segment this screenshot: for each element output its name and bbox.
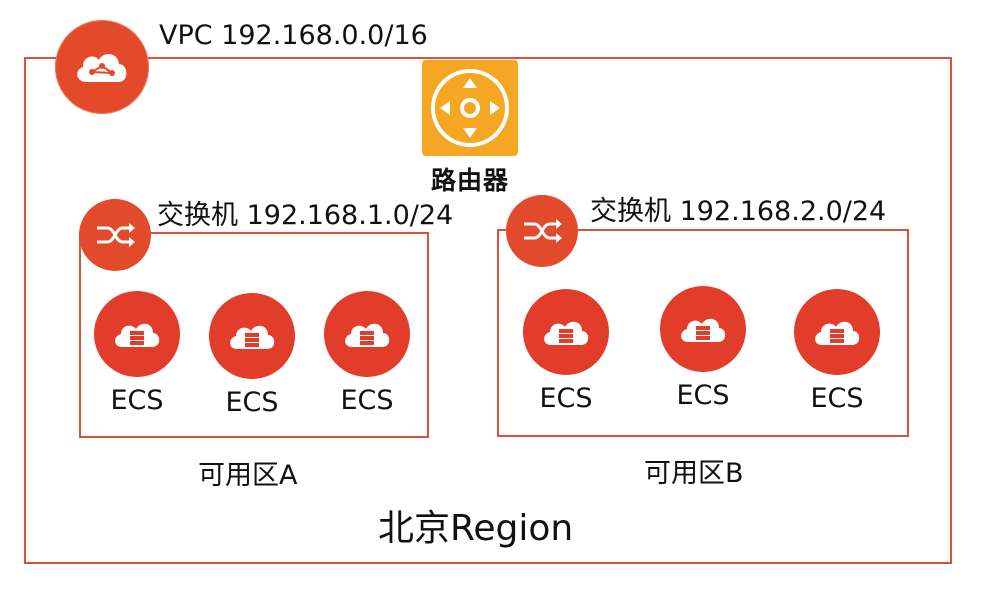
ecs-instance: ECS: [794, 289, 880, 412]
ecs-instance: ECS: [94, 291, 180, 414]
ecs-instance: ECS: [324, 291, 410, 414]
switch-label: 交换机 192.168.1.0/24: [157, 200, 454, 231]
vpc-cloud-icon: [55, 20, 149, 114]
ecs-cloud-server-icon: [324, 291, 410, 377]
ecs-cloud-server-icon: [660, 286, 746, 372]
switch-label: 交换机 192.168.2.0/24: [590, 196, 887, 227]
ecs-instance: ECS: [660, 286, 746, 409]
ecs-label: ECS: [110, 385, 164, 416]
zone-label: 可用区B: [644, 458, 744, 489]
ecs-cloud-server-icon: [523, 289, 609, 375]
ecs-cloud-server-icon: [794, 289, 880, 375]
ecs-label: ECS: [539, 383, 593, 414]
ecs-instance: ECS: [523, 289, 609, 412]
switch-icon: [79, 199, 151, 271]
zone-label: 可用区A: [198, 460, 298, 491]
router-icon: [422, 60, 518, 156]
ecs-instance: ECS: [209, 293, 295, 416]
availability-zone-b: ECS ECS ECS: [497, 229, 909, 437]
ecs-cloud-server-icon: [94, 291, 180, 377]
ecs-cloud-server-icon: [209, 293, 295, 379]
ecs-label: ECS: [340, 385, 394, 416]
ecs-label: ECS: [810, 383, 864, 414]
region-label: 北京Region: [378, 508, 574, 549]
vpc-boundary: [24, 57, 952, 564]
router-label: 路由器: [430, 166, 509, 195]
vpc-label: VPC 192.168.0.0/16: [159, 20, 428, 51]
ecs-label: ECS: [225, 387, 279, 418]
switch-icon: [506, 195, 578, 267]
availability-zone-a: ECS ECS ECS: [79, 232, 429, 438]
ecs-label: ECS: [676, 380, 730, 411]
